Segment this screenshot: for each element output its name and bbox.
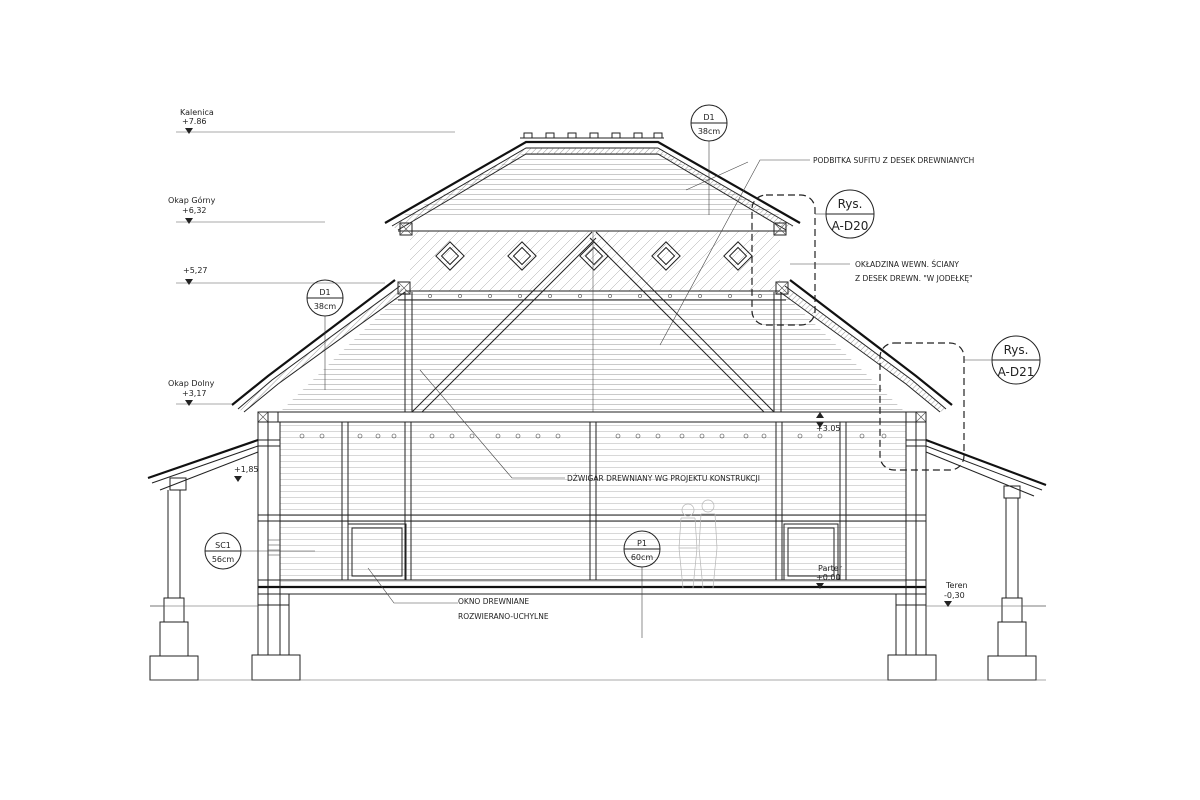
tag-p1: P1 60cm — [623, 530, 661, 638]
elevation-terrain: Teren -0,30 — [944, 581, 968, 607]
elevation-porch-value: +1,85 — [234, 465, 259, 474]
interior-wall — [258, 294, 926, 595]
ornament-diamonds — [435, 241, 753, 271]
elevation-ridge: Kalenica +7.86 — [176, 108, 455, 134]
elevation-terrain-name: Teren — [945, 581, 968, 590]
tag-d1-left: D1 38cm — [306, 279, 344, 390]
upper-roof — [384, 132, 801, 292]
tag-d1-left-size: 38cm — [314, 302, 337, 311]
elevation-upper-eave-value: +6,32 — [182, 206, 207, 215]
elevation-ceiling: +3.05 — [816, 412, 841, 433]
elevation-ground-floor-name: Parter — [818, 564, 843, 573]
elevation-upper-eave-name: Okap Górny — [168, 195, 216, 205]
elevation-terrain-value: -0,30 — [944, 591, 965, 600]
ground-lines — [150, 605, 1046, 681]
tag-sc1-code: SC1 — [215, 541, 231, 550]
tag-sc1: SC1 56cm — [204, 532, 315, 570]
elevation-ceiling-value: +3.05 — [816, 424, 841, 433]
note-truss: DŹWIGAR DREWNIANY WG PROJEKTU KONSTRUKCJ… — [419, 369, 760, 483]
tag-d1-left-code: D1 — [319, 288, 330, 297]
elevation-mid-value: +5,27 — [183, 266, 208, 275]
note-soffit-text: PODBITKA SUFITU Z DESEK DREWNIANYCH — [813, 156, 974, 165]
tag-d1-top-code: D1 — [703, 113, 714, 122]
gable-fill — [280, 152, 905, 412]
note-window-line1: OKNO DREWNIANE — [458, 597, 529, 606]
detail-ref-a-d20-code: A-D20 — [832, 219, 869, 233]
elevation-ridge-name: Kalenica — [180, 108, 214, 117]
tag-p1-size: 60cm — [631, 553, 654, 562]
note-soffit: PODBITKA SUFITU Z DESEK DREWNIANYCH — [659, 156, 974, 346]
truss — [398, 231, 786, 413]
detail-ref-a-d21-label: Rys. — [1004, 343, 1029, 357]
note-window-line2: ROZWIERANO-UCHYLNE — [458, 612, 549, 621]
tag-sc1-size: 56cm — [212, 555, 235, 564]
elevation-porch: +1,85 — [234, 465, 259, 482]
elevation-ridge-value: +7.86 — [182, 117, 207, 126]
note-wall-cladding: OKŁADZINA WEWN. ŚCIANY Z DESEK DREWN. "W… — [790, 260, 973, 283]
tag-d1-top-size: 38cm — [698, 127, 721, 136]
elevation-lower-eave-name: Okap Dolny — [168, 379, 215, 388]
left-porch — [147, 438, 259, 681]
note-truss-text: DŹWIGAR DREWNIANY WG PROJEKTU KONSTRUKCJ… — [567, 474, 760, 483]
detail-ref-a-d20: Rys. A-D20 — [751, 189, 875, 326]
detail-ref-a-d21: Rys. A-D21 — [879, 335, 1041, 471]
tag-d1-top: D1 38cm — [690, 104, 728, 215]
elevation-ground-floor: Parter +0.00 — [816, 564, 843, 589]
note-wall-line2: Z DESEK DREWN. "W JODEŁKĘ" — [855, 274, 973, 283]
elevation-upper-eave: Okap Górny +6,32 — [168, 195, 325, 224]
tag-p1-code: P1 — [637, 539, 647, 548]
lower-roof — [231, 279, 953, 413]
detail-ref-a-d20-label: Rys. — [838, 197, 863, 211]
note-window: OKNO DREWNIANE ROZWIERANO-UCHYLNE — [367, 567, 549, 621]
elevation-lower-eave: Okap Dolny +3,17 — [168, 379, 232, 406]
note-wall-line1: OKŁADZINA WEWN. ŚCIANY — [855, 260, 959, 269]
elevation-mid: +5,27 — [176, 266, 385, 285]
left-wall-post — [251, 412, 301, 681]
elevation-ground-floor-value: +0.00 — [816, 573, 841, 582]
elevation-lower-eave-value: +3,17 — [182, 389, 207, 398]
right-porch — [925, 438, 1047, 681]
detail-ref-a-d21-code: A-D21 — [998, 365, 1035, 379]
ceiling-beam — [257, 411, 927, 423]
